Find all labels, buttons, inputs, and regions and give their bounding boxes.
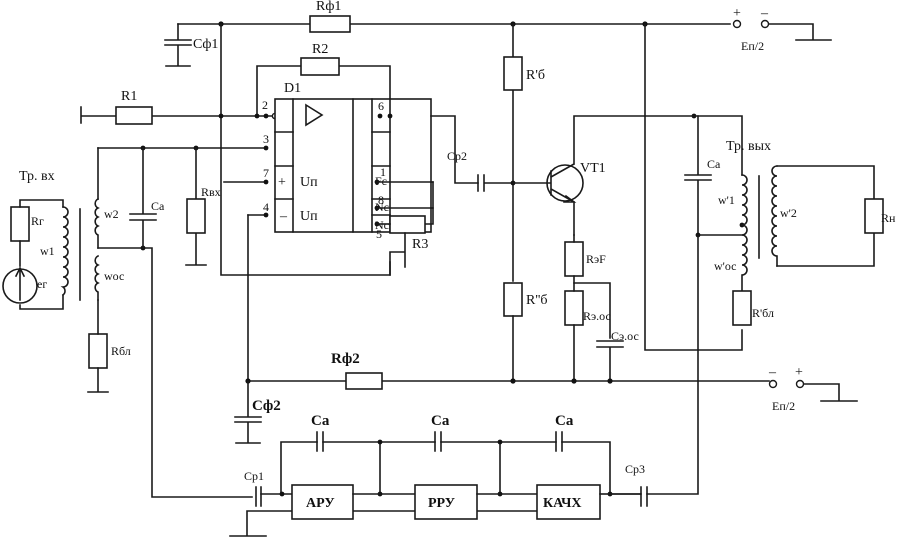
label-up-minus: Uп (300, 209, 318, 224)
label-cf1: Cф1 (193, 37, 218, 52)
block-aru: АРУ (291, 484, 354, 520)
label-cp3: Cр3 (625, 462, 645, 476)
label-plus-input: + (278, 175, 286, 190)
opamp-pins: 2 3 7 4 6 1 8 5 (97, 98, 479, 241)
label-rg: Rг (31, 214, 44, 228)
label-pin4: 4 (263, 200, 269, 214)
label-d1: D1 (284, 81, 301, 96)
resistor-rb2: R''б (503, 282, 548, 382)
label-eg: eг (37, 277, 47, 291)
label-aru: АРУ (306, 496, 335, 511)
label-rb1: R'б (526, 68, 545, 83)
input-transformer: Тр. вх Rг eг w1 w2 wос Rбл (2, 145, 253, 498)
label-w1: w1 (40, 244, 55, 258)
label-r1: R1 (121, 89, 137, 104)
label-rru: РРУ (428, 496, 455, 511)
label-pin7: 7 (263, 166, 269, 180)
capacitor-ceos: Cэ.ос (596, 329, 639, 382)
label-ceos: Cэ.ос (611, 329, 639, 343)
opamp-triangle-icon (305, 103, 324, 127)
label-minus-input: – (279, 209, 288, 224)
label-pin5: 5 (376, 227, 382, 241)
label-pin2: 2 (262, 98, 268, 112)
label-rbl: Rбл (111, 344, 131, 358)
top-supply-terminals: + – Eп/2 (732, 6, 832, 53)
label-e-top: Eп/2 (741, 39, 764, 53)
label-rn: Rн (881, 211, 896, 225)
capacitor-ca-input: Cа (129, 147, 165, 249)
label-r2: R2 (312, 42, 328, 57)
label-ca-out: Cа (707, 157, 721, 171)
label-reos: Rэ.ос (583, 309, 611, 323)
label-bot-minus: – (768, 365, 777, 380)
block-kachkh: КАЧХ (536, 484, 601, 520)
label-cf2: Cф2 (252, 398, 281, 414)
label-pin1: 1 (380, 165, 386, 179)
label-cp2: Cр2 (447, 149, 467, 163)
label-wosp: w'ос (714, 259, 736, 273)
transistor-icon (546, 164, 584, 202)
label-nc2: Nc (375, 218, 389, 232)
bottom-supply-terminals: – + Eп/2 (768, 365, 858, 413)
trimmer-r3: R3 (374, 179, 434, 276)
label-nc1: Nc (375, 200, 389, 214)
label-rf2: Rф2 (331, 351, 360, 367)
output-transformer: Тр. вых Cа w'1 w'ос w'2 Rн R'бл (644, 23, 896, 351)
label-w2: w2 (104, 207, 119, 221)
label-top-plus: + (733, 6, 741, 21)
label-rvkh: Rвх (201, 185, 221, 199)
label-rb2: R''б (526, 293, 548, 308)
transistor-vt1: VT1 (512, 113, 697, 236)
label-rblp: R'бл (752, 306, 774, 320)
label-w2p: w'2 (780, 206, 797, 220)
label-ca1: Cа (311, 413, 330, 429)
label-vt1: VT1 (580, 161, 606, 176)
label-rf1: Rф1 (316, 0, 341, 14)
label-e-bot: Eп/2 (772, 399, 795, 413)
label-ca-in: Cа (151, 199, 165, 213)
label-wos: wос (104, 269, 124, 283)
label-kachkh: КАЧХ (543, 496, 582, 511)
resistor-ref: RэF (564, 234, 606, 284)
label-pin3: 3 (263, 132, 269, 146)
label-top-minus: – (760, 6, 769, 21)
label-pin8: 8 (378, 193, 384, 207)
label-tr-in: Тр. вх (19, 169, 55, 184)
resistor-reos: Rэ.ос (564, 282, 611, 382)
label-bot-plus: + (795, 365, 803, 380)
label-up-plus: Uп (300, 175, 318, 190)
label-ca3: Cа (555, 413, 574, 429)
label-tr-out: Тр. вых (726, 139, 771, 154)
label-cp1: Cр1 (244, 469, 264, 483)
label-pin6: 6 (378, 99, 384, 113)
resistor-r2: R2 (256, 42, 391, 117)
label-ref: RэF (586, 252, 606, 266)
label-ca2: Cа (431, 413, 450, 429)
feedback-chain: Cр1 Cа Cа Cа Cр3 (229, 413, 648, 537)
opamp-d1: D1 + – Uп Uп Fc Nc Nc (274, 81, 432, 233)
label-r3: R3 (412, 237, 428, 252)
top-supply-rail (177, 21, 731, 27)
label-fc: Fc (375, 174, 387, 188)
resistor-rvkh: Rвх (185, 145, 221, 266)
resistor-rb1: R'б (503, 23, 545, 282)
capacitor-cf1: Cф1 (164, 23, 218, 67)
resistor-r1: R1 (80, 89, 279, 125)
block-rru: РРУ (414, 484, 478, 520)
bottom-supply-rail: Rф2 Cф2 (234, 214, 770, 444)
resistor-rf1: Rф1 (309, 0, 351, 33)
capacitor-cp2: Cр2 (447, 149, 514, 192)
label-w1p: w'1 (718, 193, 735, 207)
wire-feedback-return (646, 234, 699, 495)
